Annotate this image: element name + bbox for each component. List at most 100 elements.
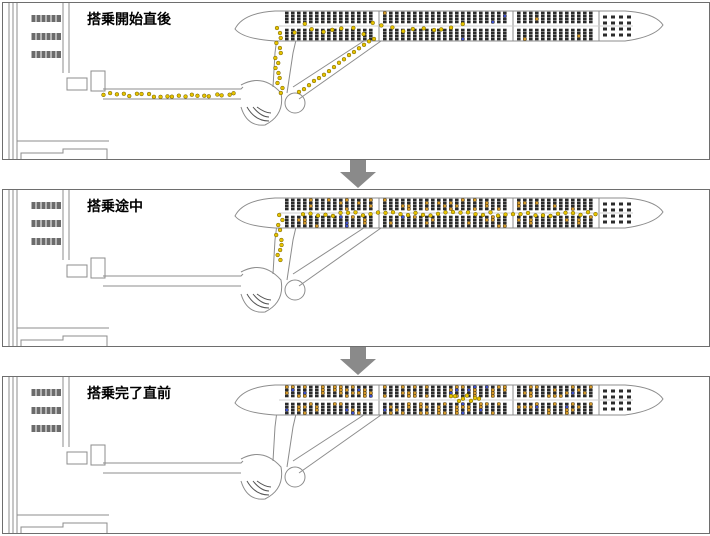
seat [315, 204, 319, 208]
seat [547, 405, 551, 409]
seat [547, 17, 551, 21]
seat [491, 37, 495, 41]
seated-passenger [496, 385, 501, 389]
seat [485, 11, 489, 15]
seat [395, 204, 399, 208]
seat [407, 11, 411, 15]
waiting-passenger [309, 27, 314, 32]
seat [577, 402, 581, 406]
seat [383, 14, 387, 18]
seat [413, 17, 417, 21]
seated-passenger [356, 391, 361, 395]
seat [553, 221, 557, 225]
seat [357, 207, 361, 211]
seat [603, 27, 607, 31]
waiting-passenger [278, 50, 283, 56]
waiting-passenger [275, 252, 280, 258]
seat [357, 37, 361, 41]
seat [321, 204, 325, 208]
seat [503, 411, 507, 415]
seat [589, 201, 593, 205]
seat [333, 37, 337, 41]
seat [473, 201, 477, 205]
seat [553, 391, 557, 395]
seat [541, 224, 545, 228]
seat [407, 14, 411, 18]
seat [389, 408, 393, 412]
seat [541, 14, 545, 18]
seat [467, 204, 471, 208]
seated-passenger [320, 391, 325, 395]
seat [297, 34, 301, 38]
seat [541, 408, 545, 412]
waiting-passenger [368, 211, 373, 217]
seat [503, 198, 507, 202]
airport-diagram-2 [8, 190, 664, 346]
seat [467, 391, 471, 395]
seat [357, 221, 361, 225]
seat [303, 28, 307, 32]
seat [303, 17, 307, 21]
seat [577, 224, 581, 228]
seat [437, 218, 441, 222]
seated-passenger [284, 408, 289, 412]
diagonal-bridge-wall-1 [292, 408, 374, 462]
seat [517, 224, 521, 228]
seat [541, 388, 545, 392]
seat [571, 11, 575, 15]
seat [571, 405, 575, 409]
seat [583, 411, 587, 415]
seated-passenger [484, 204, 489, 208]
seat [431, 394, 435, 398]
seat [485, 411, 489, 415]
seated-passenger [565, 405, 569, 409]
seat [383, 405, 387, 409]
waiting-passenger [448, 394, 454, 399]
seated-passenger [460, 198, 465, 202]
seat [523, 17, 527, 21]
seated-passenger [484, 201, 489, 205]
seat [345, 402, 349, 406]
seat [497, 201, 501, 205]
seated-passenger [517, 405, 521, 409]
seat [351, 405, 355, 409]
seat [309, 11, 313, 15]
seat [413, 201, 417, 205]
seat [333, 20, 337, 24]
seat [491, 201, 495, 205]
seat [467, 224, 471, 228]
seat [407, 31, 411, 35]
seat [461, 221, 465, 225]
seat [467, 218, 471, 222]
waiting-passenger [273, 65, 278, 71]
seated-passenger [400, 385, 405, 389]
seat [333, 391, 337, 395]
seat [401, 17, 405, 21]
seat [431, 11, 435, 15]
seat [449, 402, 453, 406]
seated-passenger [314, 408, 319, 412]
seat [357, 215, 361, 219]
seat [523, 385, 527, 389]
seat [467, 11, 471, 15]
seat [461, 391, 465, 395]
seat [321, 402, 325, 406]
seated-passenger [356, 201, 361, 205]
seated-passenger [496, 402, 501, 406]
seat [291, 37, 295, 41]
seat [431, 14, 435, 18]
seat [583, 204, 587, 208]
seated-passenger [338, 201, 343, 205]
seat [535, 391, 539, 395]
seat [553, 385, 557, 389]
seated-passenger [535, 201, 539, 205]
seat [565, 14, 569, 18]
seat [285, 221, 289, 225]
seat [467, 198, 471, 202]
seat [309, 405, 313, 409]
seat [431, 20, 435, 24]
seat [321, 14, 325, 18]
seat [437, 11, 441, 15]
seat [383, 28, 387, 32]
seat [547, 37, 551, 41]
